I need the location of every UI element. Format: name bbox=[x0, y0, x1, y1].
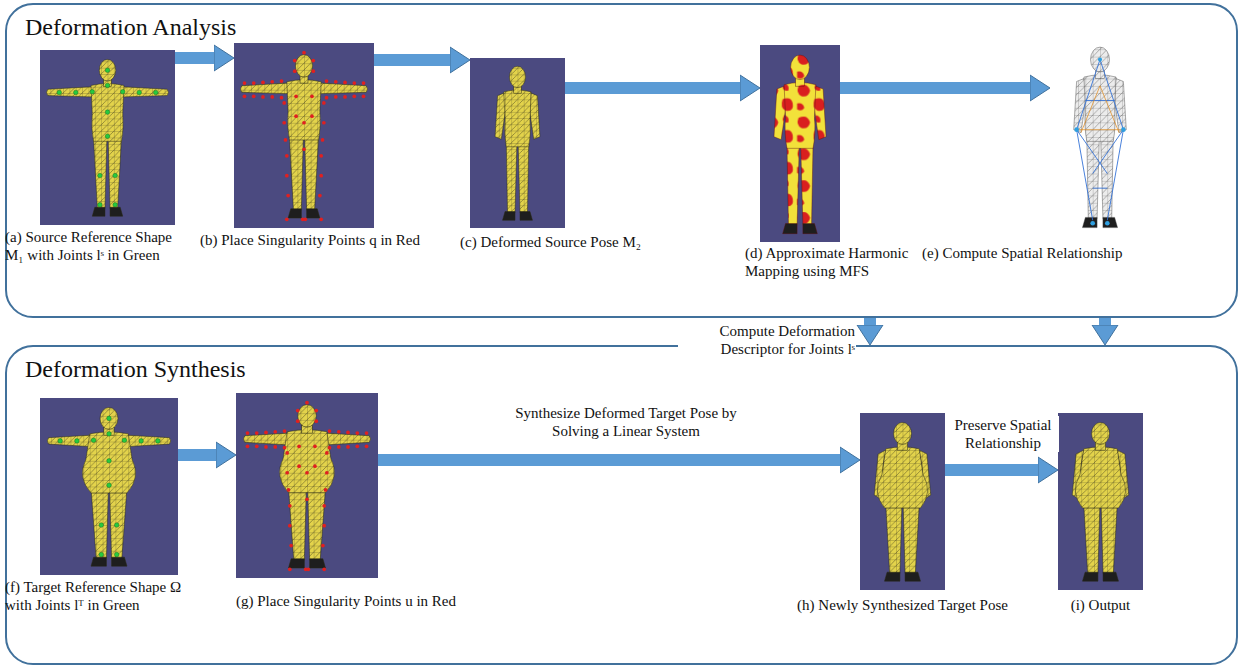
singularity-dots bbox=[243, 51, 366, 221]
figure-caption: (d) Approximate Harmonic Mapping using M… bbox=[745, 244, 917, 280]
harmonic-figure bbox=[774, 55, 826, 234]
flow-arrow bbox=[374, 54, 450, 66]
flow-arrow bbox=[864, 318, 876, 325]
image-ground bbox=[760, 45, 840, 242]
mesh-figure bbox=[240, 55, 367, 218]
mesh-figure bbox=[1072, 422, 1129, 581]
figure-image: (c) Deformed Source Pose M₂ bbox=[470, 58, 565, 228]
image-ground bbox=[40, 50, 175, 225]
figure-caption: (c) Deformed Source Pose M₂ bbox=[460, 233, 665, 251]
mesh-figure bbox=[47, 407, 170, 566]
image-ground bbox=[470, 58, 565, 228]
figure-caption: (f) Target Reference Shape Ω with Joints… bbox=[5, 578, 190, 614]
arrow-label: Synthesize Deformed Target Pose by Solvi… bbox=[500, 404, 752, 440]
figure-caption: (g) Place Singularity Points u in Red bbox=[236, 592, 498, 610]
stage-panel: (f) Target Reference Shape Ω with Joints… bbox=[5, 345, 1238, 665]
joint-dots bbox=[57, 68, 158, 207]
figure-caption: (i) Output bbox=[1040, 596, 1161, 614]
figure-image: (g) Place Singularity Points u in Red bbox=[236, 393, 378, 578]
panel-title: Deformation Synthesis bbox=[25, 355, 246, 383]
figure-image: (b) Place Singularity Points q in Red bbox=[234, 43, 374, 228]
figure-caption: (h) Newly Synthesized Target Pose bbox=[780, 596, 1025, 614]
stage-panel: (a) Source Reference Shape M₁ with Joint… bbox=[5, 3, 1238, 318]
image-ground bbox=[236, 393, 378, 578]
image-ground bbox=[860, 413, 945, 590]
figure-caption: (a) Source Reference Shape M₁ with Joint… bbox=[5, 228, 190, 264]
figure-image: (h) Newly Synthesized Target Pose bbox=[860, 413, 945, 590]
flow-arrow bbox=[378, 454, 840, 466]
joint-dots bbox=[58, 416, 160, 557]
mesh-figure bbox=[495, 66, 540, 220]
target-figures bbox=[40, 393, 1143, 590]
panel-title: Deformation Analysis bbox=[25, 13, 236, 41]
figure-image: (f) Target Reference Shape Ω with Joints… bbox=[40, 398, 178, 575]
relationship-figure bbox=[1074, 47, 1127, 228]
flow-arrow bbox=[178, 449, 216, 461]
figure-image: (d) Approximate Harmonic Mapping using M… bbox=[760, 45, 840, 242]
relationship-lines bbox=[1074, 57, 1125, 225]
mesh-figure bbox=[243, 405, 370, 568]
figure-caption: (b) Place Singularity Points q in Red bbox=[200, 231, 455, 249]
mesh-figure bbox=[874, 422, 931, 581]
flow-arrow bbox=[1099, 318, 1111, 325]
image-ground bbox=[40, 398, 178, 575]
flow-arrow bbox=[565, 82, 740, 94]
figure-caption: (e) Compute Spatial Relationship bbox=[922, 244, 1236, 262]
image-ground bbox=[1058, 413, 1143, 590]
flow-arrow bbox=[175, 52, 214, 64]
flow-arrow bbox=[840, 82, 1030, 94]
arrow-label: Compute Deformation Descriptor for Joint… bbox=[678, 322, 856, 358]
flow-arrow bbox=[945, 464, 1038, 476]
figure-image: (i) Output bbox=[1058, 413, 1143, 590]
mesh-figure bbox=[47, 59, 169, 216]
figure-image: (e) Compute Spatial Relationship bbox=[1050, 40, 1150, 235]
image-ground bbox=[234, 43, 374, 228]
arrow-label: Preserve Spatial Relationship bbox=[947, 416, 1059, 452]
singularity-dots bbox=[246, 401, 369, 571]
source-figures bbox=[40, 43, 1126, 242]
figure-image: (a) Source Reference Shape M₁ with Joint… bbox=[40, 50, 175, 225]
